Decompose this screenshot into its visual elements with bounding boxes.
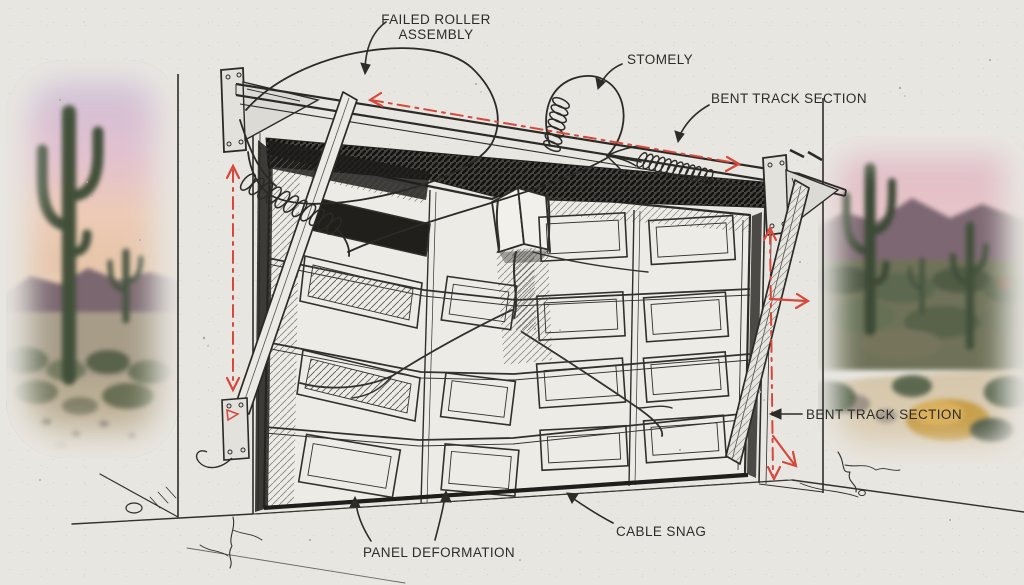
label-failed-roller-line2: ASSEMBLY — [398, 27, 474, 42]
track-assembly — [195, 67, 847, 469]
label-failed-roller-line1: FAILED ROLLER — [381, 12, 491, 27]
diagonal-displacement-arrow — [771, 434, 798, 468]
door-panels — [296, 211, 737, 499]
right-outward-arrow — [768, 292, 811, 310]
right-support-strut — [725, 179, 810, 465]
label-bent-track-section-top: BENT TRACK SECTION — [711, 91, 867, 106]
garage-door — [255, 137, 789, 515]
label-leader-arrows — [349, 21, 803, 542]
right-photo-cactus-sunset-scene — [818, 136, 1024, 464]
torsion-spring-on-track — [636, 152, 714, 185]
label-cable-snag: CABLE SNAG — [616, 524, 707, 539]
track-travel-dashed-arrow — [370, 99, 737, 164]
bracket-marker — [226, 408, 240, 422]
label-bent-track-section-right: BENT TRACK SECTION — [806, 407, 962, 422]
label-failed-roller-assembly: FAILED ROLLER ASSEMBLY — [370, 12, 502, 42]
damage-crack-lines — [299, 195, 673, 437]
red-annotation-arrows — [225, 91, 811, 482]
left-photo-cactus-sunset-scene — [6, 60, 178, 458]
lower-left-bracket — [195, 397, 250, 469]
springs-and-cables — [239, 47, 714, 257]
loose-cables — [239, 47, 625, 257]
left-support-strut — [234, 91, 358, 415]
frayed-cable-ends — [606, 145, 642, 177]
paper-specks — [39, 59, 991, 561]
right-desert-photo-inset — [818, 136, 1024, 464]
label-panel-deformation: PANEL DEFORMATION — [363, 545, 516, 560]
label-stomely: STOMELY — [627, 52, 694, 67]
left-desert-photo-inset — [6, 60, 178, 458]
